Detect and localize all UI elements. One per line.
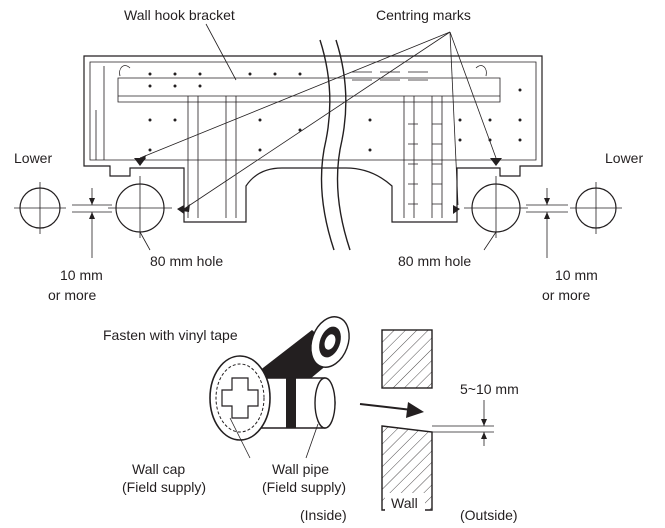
hole-left-leader [139,231,151,251]
break-lines [319,39,351,251]
insertion-arrow [359,402,424,418]
reference-circle-left [14,182,66,234]
label-wall-hook-bracket: Wall hook bracket [124,7,235,23]
label-wall-cap-2: (Field supply) [122,479,206,495]
label-fasten: Fasten with vinyl tape [103,327,238,343]
gap-dimension [432,400,494,446]
label-lower-left: Lower [14,150,52,166]
centring-mark-triangles [134,158,502,214]
centring-leaders [138,31,497,212]
label-gap: 5~10 mm [460,381,519,397]
label-wall: Wall [391,495,418,511]
label-hole-left: 80 mm hole [150,253,223,269]
wall-pipe [255,377,336,429]
label-clearance-left-1: 10 mm [60,267,103,283]
label-wall-pipe-1: Wall pipe [272,461,329,477]
wall-cap [209,355,271,441]
label-clearance-right-2: or more [542,287,590,303]
bracket-leader [205,23,237,81]
label-inside: (Inside) [300,507,347,523]
hole-right-leader [483,231,497,251]
wall-cap-leader [229,417,251,459]
hole-left [108,176,172,238]
reference-circle-right [570,182,622,234]
wall-hook-bracket [83,55,543,223]
label-hole-right: 80 mm hole [398,253,471,269]
wall-section [381,329,433,511]
label-wall-cap-1: Wall cap [132,461,185,477]
bracket-holes [148,72,522,152]
label-centring-marks: Centring marks [376,7,471,23]
label-wall-pipe-2: (Field supply) [262,479,346,495]
label-clearance-left-2: or more [48,287,96,303]
clearance-mark-left [72,188,112,258]
label-clearance-right-1: 10 mm [555,267,598,283]
label-outside: (Outside) [460,507,518,523]
label-lower-right: Lower [605,150,643,166]
hole-right [464,176,528,238]
wall-pipe-leader [305,423,319,459]
clearance-mark-right [526,188,568,258]
